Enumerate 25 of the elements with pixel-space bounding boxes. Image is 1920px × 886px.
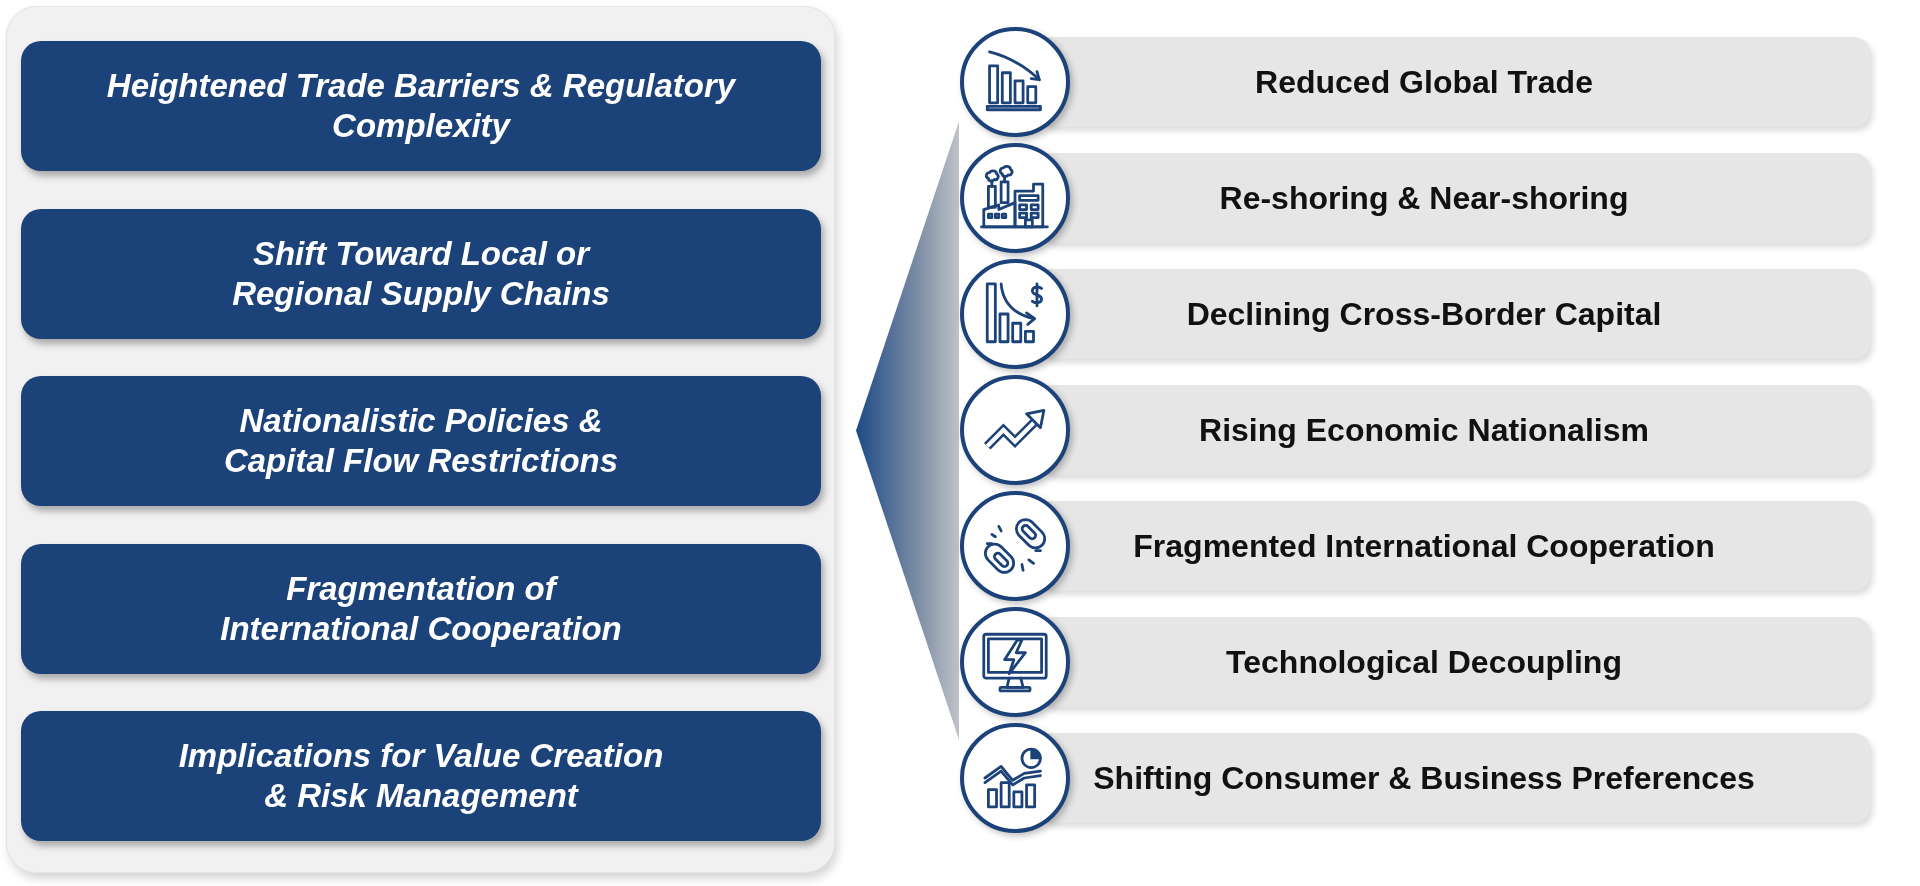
outcome-label: Re-shoring & Near-shoring (1219, 179, 1629, 217)
outcome-label: Declining Cross-Border Capital (1186, 295, 1662, 333)
outcome-label: Fragmented International Cooperation (1133, 527, 1715, 565)
factor-label: Fragmentation of International Cooperation (219, 568, 623, 649)
factor-box (21, 208, 821, 339)
panel (6, 6, 835, 873)
factor-label: Heightened Trade Barriers & Regulatory Complexity (105, 66, 738, 146)
outcome-bar (1047, 153, 1870, 243)
outcome-label: Rising Economic Nationalism (1199, 411, 1649, 449)
outcome-label: Reduced Global Trade (1255, 63, 1593, 101)
outcome-bar (1047, 501, 1870, 591)
outcome-bar (1047, 385, 1870, 475)
factor-box (21, 543, 821, 674)
outcome-label: Technological Decoupling (1226, 643, 1622, 681)
factor-label: Nationalistic Policies & Capital Flow Restrictions (222, 401, 620, 481)
outcome-bar (1047, 733, 1870, 823)
factor-box (21, 41, 821, 171)
outcome-label: Shifting Consumer & Business Preferences (1093, 759, 1755, 797)
outcome-bar (1047, 617, 1870, 707)
factor-box (21, 711, 821, 841)
factor-label: Implications for Value Creation & Risk Management (177, 736, 665, 816)
outcome-bar (1047, 269, 1870, 359)
factor-label: Shift Toward Local or Regional Supply Chains (231, 233, 611, 314)
outcome-bar (1047, 37, 1870, 127)
factor-box (21, 376, 821, 506)
